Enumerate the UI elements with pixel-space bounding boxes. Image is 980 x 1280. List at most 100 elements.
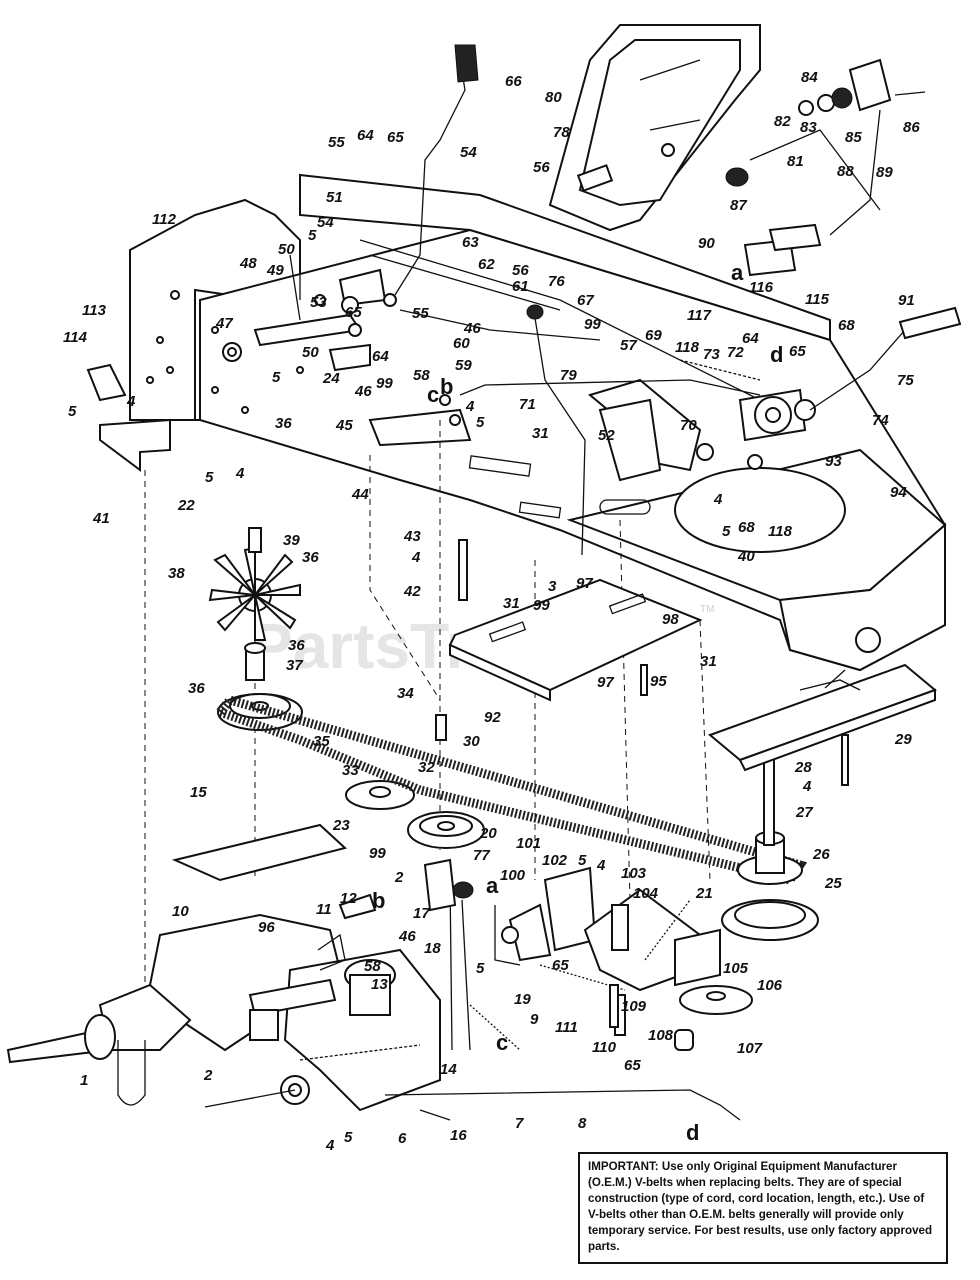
callout-99a: 99 — [584, 316, 601, 333]
callout-53: 53 — [310, 294, 327, 311]
callout-8: 8 — [578, 1115, 587, 1132]
callout-73: 73 — [703, 346, 720, 363]
callout-4e: 4 — [411, 549, 421, 566]
callout-34: 34 — [397, 685, 414, 702]
callout-71: 71 — [519, 396, 536, 413]
dash-panel — [548, 24, 926, 277]
callout-39: 39 — [283, 532, 300, 549]
callout-105: 105 — [723, 960, 749, 977]
callout-106: 106 — [757, 977, 783, 994]
callout-117: 117 — [687, 307, 712, 324]
callout-96: 96 — [258, 919, 275, 936]
callout-100: 100 — [500, 867, 526, 884]
connector-d-bottom: d — [686, 1120, 699, 1145]
callout-50b: 50 — [302, 344, 319, 361]
callout-4f: 4 — [802, 778, 812, 795]
connector-a-bottom: a — [486, 873, 499, 898]
callout-4b: 4 — [126, 393, 136, 410]
callout-43: 43 — [403, 528, 421, 545]
cooling-fan — [208, 546, 301, 641]
callout-4a: 4 — [465, 398, 475, 415]
callout-118a: 118 — [675, 339, 700, 356]
callout-64a: 64 — [357, 127, 374, 144]
callout-36d: 36 — [188, 680, 205, 697]
hardware — [435, 539, 849, 1028]
connector-letters: a d c b b a c d — [372, 260, 783, 1145]
callout-29: 29 — [894, 731, 912, 748]
callout-74: 74 — [872, 412, 889, 429]
callout-9: 9 — [530, 1011, 539, 1028]
callout-4d: 4 — [713, 491, 723, 508]
callout-40: 40 — [737, 548, 755, 565]
callout-7: 7 — [515, 1115, 524, 1132]
callout-108: 108 — [648, 1027, 674, 1044]
callout-5b: 5 — [272, 369, 281, 386]
callout-48: 48 — [239, 255, 257, 272]
callout-46c: 46 — [398, 928, 416, 945]
callout-60: 60 — [453, 335, 470, 352]
callout-32: 32 — [418, 759, 435, 776]
callout-68b: 68 — [738, 519, 755, 536]
callout-labels: 66 80 78 84 82 83 85 86 81 88 89 87 90 1… — [63, 69, 920, 1154]
callout-97a: 97 — [576, 575, 593, 592]
callout-42: 42 — [403, 583, 421, 600]
callout-55a: 55 — [328, 134, 345, 151]
callout-35: 35 — [313, 733, 330, 750]
callout-5i: 5 — [344, 1129, 353, 1146]
callout-54b: 54 — [317, 214, 334, 231]
callout-5h: 5 — [476, 960, 485, 977]
callout-65c: 65 — [789, 343, 806, 360]
callout-31b: 31 — [503, 595, 520, 612]
callout-44: 44 — [351, 486, 369, 503]
callout-51: 51 — [326, 189, 343, 206]
callout-10: 10 — [172, 903, 189, 920]
idler-bracket-assembly — [423, 858, 721, 1051]
callout-68a: 68 — [838, 317, 855, 334]
callout-109: 109 — [621, 998, 647, 1015]
fan-and-pulleys — [208, 527, 819, 1051]
connector-c-top: c — [427, 382, 439, 407]
callout-33: 33 — [342, 762, 359, 779]
callout-63: 63 — [462, 234, 479, 251]
callout-3: 3 — [548, 578, 557, 595]
callout-104: 104 — [633, 885, 659, 902]
callout-38: 38 — [168, 565, 185, 582]
callout-49: 49 — [266, 262, 284, 279]
callout-91: 91 — [898, 292, 915, 309]
callout-84: 84 — [801, 69, 818, 86]
callout-86: 86 — [903, 119, 920, 136]
callout-118b: 118 — [768, 523, 793, 540]
callout-85: 85 — [845, 129, 862, 146]
connector-d-top: d — [770, 342, 783, 367]
callout-31a: 31 — [532, 425, 549, 442]
callout-18: 18 — [424, 940, 441, 957]
callout-83: 83 — [800, 119, 817, 136]
callout-23: 23 — [332, 817, 350, 834]
callout-36b: 36 — [302, 549, 319, 566]
callout-50a: 50 — [278, 241, 295, 258]
belt-replacement-notice: IMPORTANT: Use only Original Equipment M… — [578, 1152, 948, 1264]
callout-67: 67 — [577, 292, 594, 309]
callout-12: 12 — [340, 890, 357, 907]
connector-a-top: a — [731, 260, 744, 285]
callout-70: 70 — [680, 417, 697, 434]
callout-90: 90 — [698, 235, 715, 252]
callout-92: 92 — [484, 709, 501, 726]
callout-115: 115 — [805, 291, 830, 308]
tray-plate — [171, 823, 348, 882]
callout-5d: 5 — [68, 403, 77, 420]
callout-58: 58 — [413, 367, 430, 384]
callout-24: 24 — [322, 370, 340, 387]
callout-2b: 2 — [203, 1067, 213, 1084]
callout-5g: 5 — [578, 852, 587, 869]
callout-28: 28 — [794, 759, 812, 776]
callout-54a: 54 — [460, 144, 477, 161]
callout-93: 93 — [825, 453, 842, 470]
callout-112: 112 — [152, 211, 177, 228]
callout-116: 116 — [749, 279, 774, 296]
callout-77: 77 — [473, 847, 490, 864]
callout-99c: 99 — [533, 597, 550, 614]
callout-89: 89 — [876, 164, 893, 181]
callout-5e: 5 — [205, 469, 214, 486]
notice-lead: IMPORTANT: — [588, 1160, 659, 1173]
